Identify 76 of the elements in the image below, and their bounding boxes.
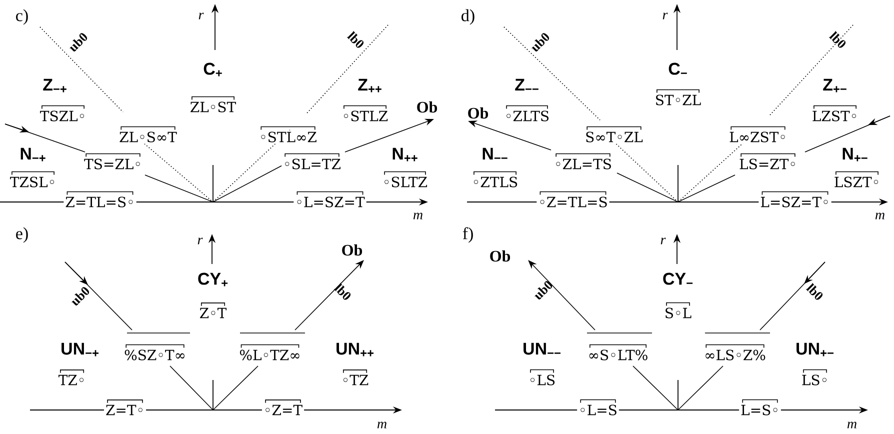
configuration-label: ◦L=S (577, 399, 619, 417)
configuration-label: L=SZ=T◦ (758, 191, 832, 209)
arrow-label: Ob (490, 250, 510, 262)
configuration-label: ◦SL=TZ (282, 153, 342, 171)
axis-label: r (198, 238, 203, 244)
state-label: Z$_{++}$ (358, 78, 382, 92)
configuration-label: ◦SLTZ (380, 171, 430, 189)
state-label: N$_{−+}$ (20, 148, 46, 162)
state-label: CY$_{+}$ (198, 272, 228, 286)
arrow-label: Ob (342, 244, 362, 256)
axis-label: m (847, 422, 856, 428)
state-label: N$_{++}$ (392, 148, 418, 162)
configuration-label: ◦LS (526, 369, 558, 387)
line-label: lb0 (334, 282, 351, 300)
state-label: C$_{+}$ (204, 62, 222, 76)
state-label: UN$_{+−}$ (796, 342, 834, 356)
state-label: Z$_{−−}$ (515, 78, 538, 91)
configuration-label: LS◦ (800, 369, 830, 387)
configuration-label: S∞T◦ZL (584, 126, 644, 144)
state-label: N$_{+−}$ (842, 148, 868, 162)
configuration-label: LZST◦ (810, 105, 860, 123)
axis-label: r (198, 12, 204, 20)
configuration-label: ◦ZLTS (502, 105, 552, 123)
configuration-label: L∞ZST◦ (728, 126, 788, 144)
configuration-label: LS=ZT◦ (738, 153, 798, 171)
configuration-label: %L◦TZ∞ (238, 344, 302, 362)
state-label: UN$_{−+}$ (62, 342, 98, 356)
line-label: lb0 (346, 30, 364, 48)
line-label: lb0 (828, 30, 846, 48)
state-label: UN$_{++}$ (336, 342, 374, 356)
configuration-label: L=S◦ (739, 399, 781, 417)
configuration-label: ∞S◦LT% (586, 344, 650, 362)
configuration-label: ◦TZ (340, 370, 370, 387)
state-label: Z$_{−+}$ (43, 78, 66, 92)
state-label: CY$_{−}$ (663, 272, 693, 285)
configuration-label: Z=T◦ (104, 400, 146, 417)
configuration-label: ◦Z=TL=S (536, 191, 610, 209)
configuration-label: ∞LS◦Z% (702, 344, 768, 362)
configuration-label: TZSL◦ (8, 171, 58, 189)
configuration-label: TS=ZL◦ (82, 153, 144, 171)
configuration-label: ZL◦ST (188, 96, 238, 114)
panel-label: e) (16, 227, 28, 243)
panel-label: c) (16, 9, 28, 25)
line-label: ub0 (532, 33, 550, 52)
axis-label: r (662, 12, 668, 20)
configuration-label: ◦L=SZ=T (294, 191, 366, 209)
configuration-label: %SZ◦T∞ (122, 344, 188, 362)
state-label: C$_{−}$ (668, 62, 687, 75)
axis-label: m (377, 422, 386, 428)
arrow-label: Ob (468, 107, 488, 119)
line-label: ub0 (534, 281, 552, 300)
arrow-label: Ob (417, 101, 438, 113)
state-label: Z$_{+−}$ (823, 78, 846, 92)
configuration-label: TZ◦ (56, 370, 88, 387)
panel-label: d) (462, 9, 474, 25)
line-label: ub0 (70, 33, 88, 52)
configuration-label: ◦STL∞Z (258, 126, 318, 144)
axis-label: r (660, 238, 666, 244)
line-label: lb0 (806, 282, 823, 300)
configuration-label: ◦Z=T (262, 400, 304, 417)
panel-label: f) (462, 227, 473, 243)
configuration-label: Z◦T (198, 302, 228, 320)
line-label: ub0 (72, 287, 90, 306)
configuration-label: ◦STLZ (340, 105, 390, 123)
state-label: UN$_{−−}$ (524, 342, 560, 355)
axis-label: m (413, 212, 422, 220)
configuration-label: ◦ZTLS (470, 171, 520, 189)
configuration-label: ◦ZL=TS (552, 153, 614, 171)
configuration-label: ZL◦S∞T (118, 126, 178, 144)
state-label: N$_{−−}$ (482, 148, 508, 160)
axis-label: m (875, 212, 884, 220)
configuration-label: S◦L (662, 302, 694, 320)
configuration-label: TSZL◦ (38, 105, 88, 123)
configuration-label: LSZT◦ (832, 171, 882, 189)
configuration-label: ST◦ZL (653, 89, 703, 107)
configuration-label: Z=TL=S◦ (64, 191, 136, 209)
